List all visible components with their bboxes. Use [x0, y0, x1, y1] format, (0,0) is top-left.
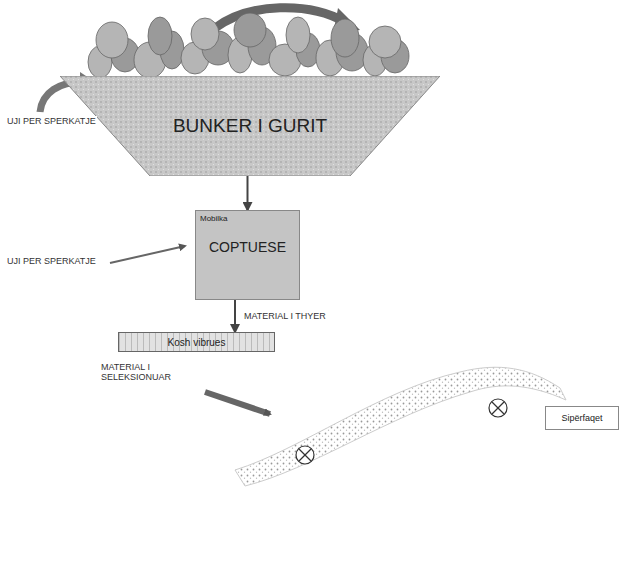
water-label: UJI PER SPERKATJE [6, 116, 97, 126]
water-arrow [110, 246, 185, 263]
conveyor-belt [235, 367, 566, 486]
node-subtitle: Mobilka [200, 214, 295, 223]
flow-arrow [247, 176, 249, 210]
stone [96, 22, 128, 58]
water-label: UJI PER SPERKATJE [6, 256, 97, 266]
stone [331, 19, 359, 57]
belt-roller [489, 399, 507, 417]
stone [369, 26, 401, 58]
screen-box: Kosh vibrues [118, 332, 275, 352]
stone [286, 17, 310, 53]
material-arrow [205, 392, 270, 414]
crusher-box: MobilkaCOPTUESE [195, 210, 300, 300]
belt-roller [296, 446, 314, 464]
stone [148, 17, 172, 55]
material-label: MATERIAL I SELEKSIONUAR [100, 362, 192, 383]
node-title: COPTUESE [200, 239, 295, 255]
stone-pile [88, 13, 409, 78]
node-title: BUNKER I GURIT [64, 115, 436, 137]
flow-arrow [234, 300, 236, 332]
stock-box: Sipërfaqet [545, 406, 619, 430]
stone [191, 18, 219, 50]
edge-label: MATERIAL I THYER [243, 311, 327, 321]
stone [234, 13, 266, 47]
node-title: Kosh vibrues [123, 337, 270, 348]
node-title: Sipërfaqet [550, 413, 614, 423]
bunker-trapezoid: BUNKER I GURIT [60, 76, 440, 176]
